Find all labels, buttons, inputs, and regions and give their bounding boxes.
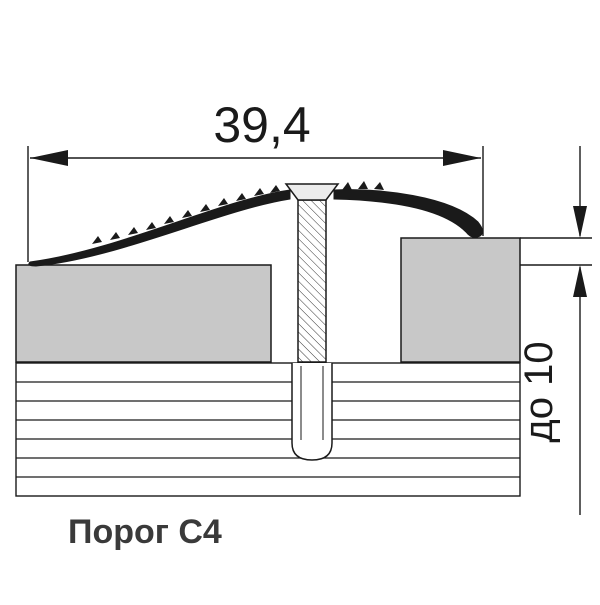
height-dimension <box>520 146 592 515</box>
profile-right-wing <box>333 189 484 238</box>
right-floor-block <box>400 237 521 363</box>
profile-tooth <box>358 181 368 189</box>
screw-head <box>284 183 340 201</box>
profile-tooth <box>182 210 192 218</box>
substrate-outline <box>15 362 521 497</box>
arrowhead-right <box>443 150 481 166</box>
arrowhead-up <box>573 265 587 297</box>
width-label: 39,4 <box>213 97 310 153</box>
profile-tooth <box>146 222 156 230</box>
arrowhead-down <box>573 206 587 238</box>
profile-tooth <box>236 193 246 201</box>
left-floor-block <box>15 264 272 363</box>
profile-left-wing <box>28 189 291 267</box>
arrowhead-left <box>30 150 68 166</box>
threshold-profile <box>28 181 484 267</box>
profile-tooth <box>92 236 102 244</box>
profile-tooth <box>374 182 384 190</box>
height-label: до 10 <box>517 341 561 442</box>
profile-right-teeth <box>342 181 384 190</box>
dowel <box>291 363 333 461</box>
substrate-lines <box>16 381 520 478</box>
profile-tooth <box>164 216 174 224</box>
profile-tooth <box>270 185 280 193</box>
profile-tooth <box>128 227 138 235</box>
profile-tooth <box>218 198 228 206</box>
profile-tooth <box>342 182 352 190</box>
width-dimension <box>27 146 484 262</box>
profile-tooth <box>110 232 120 240</box>
profile-left-teeth <box>92 185 280 244</box>
substrate-layers <box>15 362 521 497</box>
profile-tooth <box>200 204 210 212</box>
profile-tooth <box>254 188 264 196</box>
screw-shaft <box>297 199 327 363</box>
caption: Порог С4 <box>68 513 222 551</box>
